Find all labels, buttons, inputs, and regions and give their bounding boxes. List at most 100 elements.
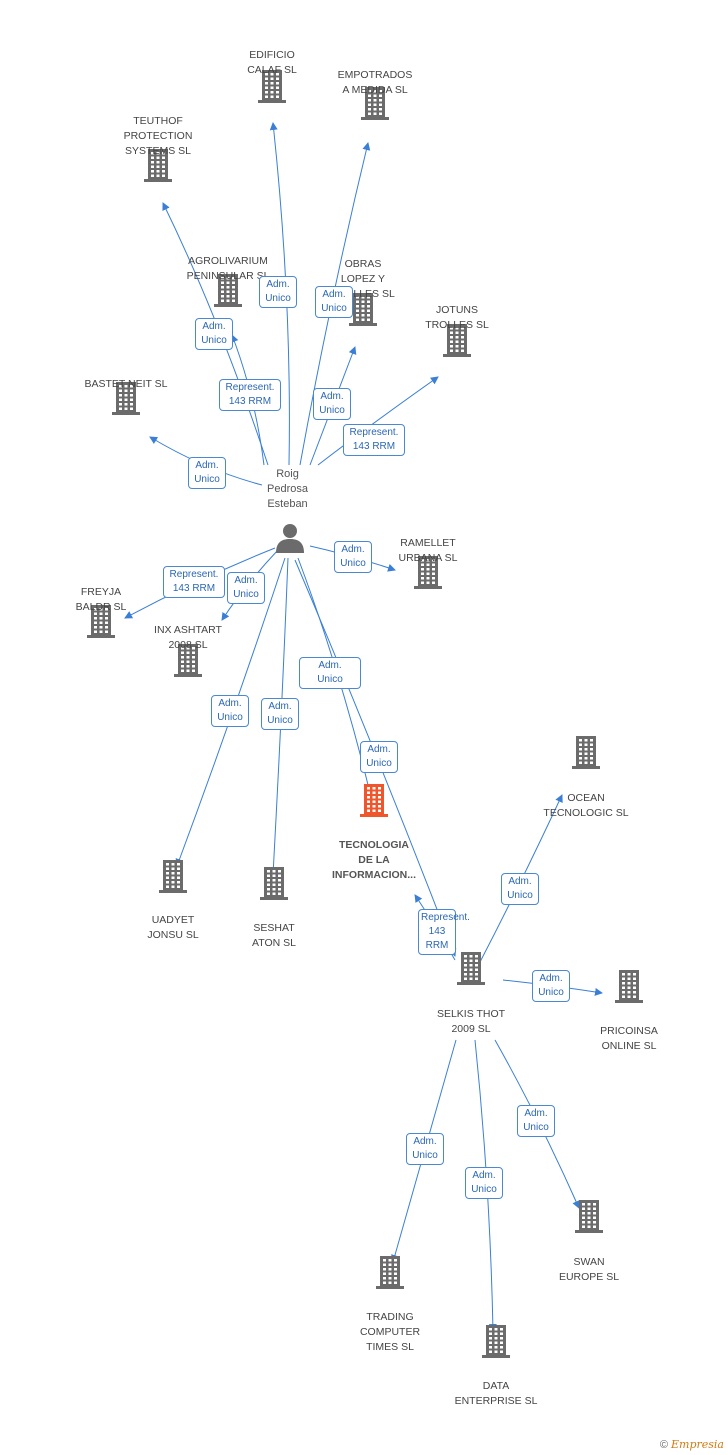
company-label[interactable]: SELKIS THOT 2009 SL — [411, 1007, 531, 1037]
copyright-symbol: © — [659, 1439, 668, 1451]
relation-tag[interactable]: Adm. Unico — [501, 873, 539, 905]
building-icon — [615, 970, 643, 1003]
company-name: SELKIS THOT 2009 SL — [436, 1008, 506, 1035]
person-name: Roig Pedrosa Esteban — [267, 468, 308, 510]
company-node-ramellet[interactable] — [412, 554, 444, 595]
building-icon — [572, 736, 600, 769]
company-label[interactable]: TECNOLOGIA DE LA INFORMACION... — [314, 838, 434, 883]
relation-tag[interactable]: Adm. Unico — [313, 388, 351, 420]
relation-tag[interactable]: Adm. Unico — [532, 970, 570, 1002]
company-name: TECNOLOGIA DE LA INFORMACION... — [332, 839, 416, 881]
company-name: AGROLIVARIUM PENINSULAR SL — [186, 255, 270, 282]
building-icon — [349, 293, 377, 326]
company-node-freyja[interactable] — [85, 603, 117, 644]
building-icon — [482, 1325, 510, 1358]
building-icon — [214, 274, 242, 307]
company-node-agrolivarium[interactable] — [212, 272, 244, 313]
building-icon — [457, 952, 485, 985]
company-node-empotrados[interactable] — [359, 85, 391, 126]
company-label[interactable]: EMPOTRADOS A MEDIDA SL — [315, 68, 435, 98]
relation-tag[interactable]: Represent. 143 RRM — [219, 379, 281, 411]
company-label[interactable]: TRADING COMPUTER TIMES SL — [330, 1310, 450, 1355]
company-node-selkis[interactable] — [455, 950, 487, 991]
company-node-seshat[interactable] — [258, 865, 290, 906]
person-icon — [276, 524, 304, 553]
company-node-jotuns[interactable] — [441, 322, 473, 363]
relation-tag[interactable]: Adm. Unico — [334, 541, 372, 573]
company-node-pricoinsa[interactable] — [613, 968, 645, 1009]
relation-edge — [317, 376, 439, 466]
brand-logo: Empresia — [671, 1438, 724, 1451]
company-name: TEUTHOF PROTECTION SYSTEMS SL — [123, 115, 193, 157]
relation-tag[interactable]: Adm. Unico — [315, 286, 353, 318]
company-name: PRICOINSA ONLINE SL — [600, 1025, 658, 1052]
company-label[interactable]: TEUTHOF PROTECTION SYSTEMS SL — [98, 114, 218, 159]
building-icon — [87, 605, 115, 638]
company-label[interactable]: INX ASHTART 2008 SL — [128, 623, 248, 653]
company-label[interactable]: AGROLIVARIUM PENINSULAR SL — [168, 254, 288, 284]
company-node-inx[interactable] — [172, 642, 204, 683]
building-icon — [260, 867, 288, 900]
company-name: RAMELLET URBANA SL — [398, 537, 458, 564]
relation-tag[interactable]: Adm. Unico — [406, 1133, 444, 1165]
relation-tag[interactable]: Adm. Unico — [360, 741, 398, 773]
company-name: EDIFICIO CALAF SL — [247, 49, 297, 76]
company-name: OCEAN TECNOLOGIC SL — [543, 792, 629, 819]
building-icon — [575, 1200, 603, 1233]
company-label[interactable]: SWAN EUROPE SL — [529, 1255, 649, 1285]
company-label[interactable]: BASTET NEIT SL — [66, 377, 186, 392]
company-name: EMPOTRADOS A MEDIDA SL — [337, 69, 413, 96]
company-node-uadyet[interactable] — [157, 858, 189, 899]
building-icon — [174, 644, 202, 677]
relation-tag[interactable]: Adm. Unico — [299, 657, 361, 689]
company-node-bastet[interactable] — [110, 380, 142, 421]
company-name: BASTET NEIT SL — [84, 378, 168, 390]
building-icon — [112, 382, 140, 415]
company-label[interactable]: EDIFICIO CALAF SL — [212, 48, 332, 78]
company-name: FREYJA BALDR SL — [75, 586, 127, 613]
relation-tag[interactable]: Adm. Unico — [195, 318, 233, 350]
building-icon — [360, 784, 388, 817]
company-node-trading[interactable] — [374, 1254, 406, 1295]
company-node-data[interactable] — [480, 1323, 512, 1364]
company-node-swan[interactable] — [573, 1198, 605, 1239]
company-label[interactable]: RAMELLET URBANA SL — [368, 536, 488, 566]
company-node-tecnologia[interactable] — [358, 782, 390, 823]
company-label[interactable]: SESHAT ATON SL — [214, 921, 334, 951]
person-node[interactable] — [274, 522, 306, 559]
company-label[interactable]: JOTUNS TROLLES SL — [397, 303, 517, 333]
company-label[interactable]: DATA ENTERPRISE SL — [436, 1379, 556, 1409]
relation-tag[interactable]: Represent. 143 RRM — [163, 566, 225, 598]
company-label[interactable]: UADYET JONSU SL — [113, 913, 233, 943]
relation-tag[interactable]: Adm. Unico — [227, 572, 265, 604]
relation-tag[interactable]: Adm. Unico — [517, 1105, 555, 1137]
company-node-obras[interactable] — [347, 291, 379, 332]
building-icon — [443, 324, 471, 357]
building-icon — [159, 860, 187, 893]
company-name: INX ASHTART 2008 SL — [154, 624, 222, 651]
relation-tag[interactable]: Represent. 143 RRM — [343, 424, 405, 456]
company-name: SWAN EUROPE SL — [558, 1256, 620, 1283]
company-name: SESHAT ATON SL — [252, 922, 296, 949]
company-node-ocean[interactable] — [570, 734, 602, 775]
company-name: JOTUNS TROLLES SL — [425, 304, 489, 331]
company-name: TRADING COMPUTER TIMES SL — [359, 1311, 421, 1353]
company-node-edificio[interactable] — [256, 68, 288, 109]
company-node-teuthof[interactable] — [142, 147, 174, 188]
footer: © Empresia — [660, 1438, 724, 1451]
relation-tag[interactable]: Represent. 143 RRM — [418, 909, 470, 955]
company-label[interactable]: PRICOINSA ONLINE SL — [569, 1024, 689, 1054]
building-icon — [414, 556, 442, 589]
relation-tag[interactable]: Adm. Unico — [261, 698, 299, 730]
relation-tag[interactable]: Adm. Unico — [465, 1167, 503, 1199]
relation-tag[interactable]: Adm. Unico — [188, 457, 226, 489]
building-icon — [258, 70, 286, 103]
company-label[interactable]: OCEAN TECNOLOGIC SL — [526, 791, 646, 821]
company-name: UADYET JONSU SL — [147, 914, 199, 941]
relation-tag[interactable]: Adm. Unico — [259, 276, 297, 308]
relation-tag[interactable]: Adm. Unico — [211, 695, 249, 727]
company-label[interactable]: FREYJA BALDR SL — [41, 585, 161, 615]
building-icon — [376, 1256, 404, 1289]
